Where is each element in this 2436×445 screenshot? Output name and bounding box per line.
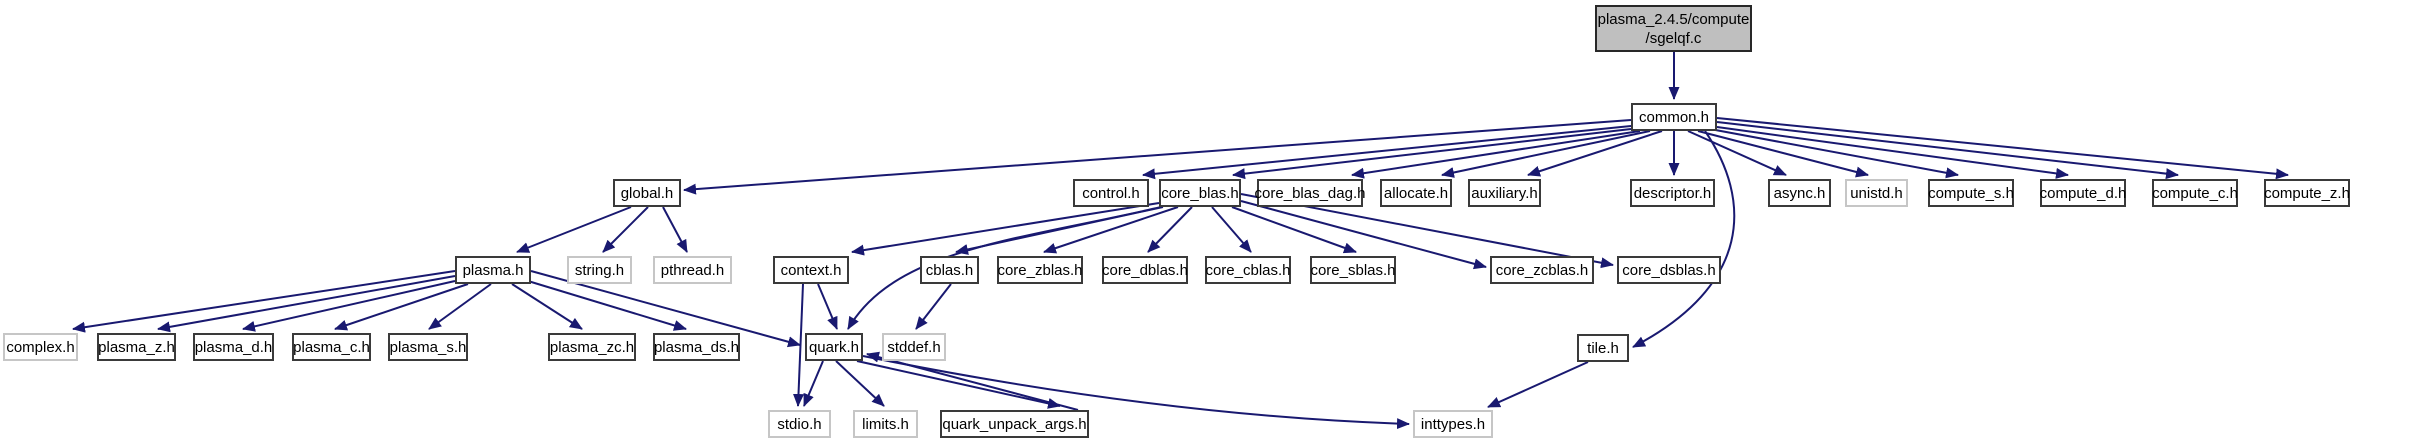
- edge-plasma-to-complex: [72, 270, 456, 333]
- edge-core_blas-to-core_cblas: [1211, 206, 1252, 253]
- graph-node-control[interactable]: control.h: [1073, 179, 1149, 207]
- edge-common-to-async: [1687, 130, 1787, 176]
- edge-quark-to-limits: [835, 360, 885, 407]
- edge-context-to-stdio: [792, 283, 804, 407]
- graph-node-stdio: stdio.h: [768, 410, 831, 438]
- edge-plasma-to-plasma_c: [334, 283, 469, 331]
- edge-core_blas-to-core_zblas: [1043, 206, 1179, 254]
- graph-node-complex: complex.h: [3, 333, 78, 361]
- edge-plasma-to-plasma_s: [428, 283, 492, 330]
- edge-common-to-compute_c: [1716, 121, 2179, 180]
- edge-context-to-quark: [817, 283, 838, 330]
- edge-common-to-auxiliary: [1527, 130, 1663, 177]
- edge-common-to-core_blas: [1232, 128, 1632, 180]
- graph-node-quark_unpack_args[interactable]: quark_unpack_args.h: [940, 410, 1089, 438]
- graph-node-plasma_d[interactable]: plasma_d.h: [193, 333, 274, 361]
- graph-node-quark[interactable]: quark.h: [805, 333, 863, 361]
- edge-plasma-to-plasma_zc: [511, 283, 583, 330]
- edge-core_blas-to-context: [851, 202, 1160, 256]
- graph-node-compute_d[interactable]: compute_d.h: [2040, 179, 2126, 207]
- graph-node-core_blas[interactable]: core_blas.h: [1159, 179, 1241, 207]
- graph-node-pthread: pthread.h: [653, 256, 732, 284]
- edge-common-to-compute_s: [1709, 128, 1959, 179]
- graph-node-core_dblas[interactable]: core_dblas.h: [1102, 256, 1188, 284]
- graph-node-common[interactable]: common.h: [1631, 103, 1717, 131]
- graph-node-cblas[interactable]: cblas.h: [920, 256, 979, 284]
- edge-common-to-core_blas_dag: [1351, 130, 1641, 179]
- graph-node-tile[interactable]: tile.h: [1577, 334, 1629, 362]
- edge-common-to-compute_d: [1716, 126, 2069, 179]
- edge-core_blas-to-cblas: [955, 206, 1164, 255]
- graph-node-inttypes: inttypes.h: [1413, 410, 1493, 438]
- edge-global-to-string: [602, 206, 649, 253]
- edge-common-to-allocate: [1441, 130, 1651, 178]
- edge-common-to-compute_z: [1716, 117, 2289, 180]
- edge-quark-to-quark_unpack_args: [856, 360, 1061, 409]
- graph-node-core_dsblas[interactable]: core_dsblas.h: [1617, 256, 1721, 284]
- graph-node-auxiliary[interactable]: auxiliary.h: [1468, 179, 1541, 207]
- graph-node-compute_s[interactable]: compute_s.h: [1928, 179, 2014, 207]
- edge-global-to-pthread: [662, 206, 688, 253]
- edge-core_blas-to-core_dblas: [1147, 206, 1193, 253]
- edge-plasma-to-plasma_d: [242, 280, 456, 332]
- graph-node-plasma_c[interactable]: plasma_c.h: [292, 333, 371, 361]
- graph-node-compute_c[interactable]: compute_c.h: [2152, 179, 2238, 207]
- graph-node-plasma_z[interactable]: plasma_z.h: [97, 333, 176, 361]
- graph-node-string: string.h: [567, 256, 632, 284]
- edge-common-to-control: [1142, 125, 1632, 180]
- graph-node-core_sblas[interactable]: core_sblas.h: [1310, 256, 1396, 284]
- edge-quark-to-stdio: [803, 360, 824, 407]
- graph-node-descriptor[interactable]: descriptor.h: [1630, 179, 1715, 207]
- graph-node-plasma_ds[interactable]: plasma_ds.h: [653, 333, 740, 361]
- graph-node-compute_z[interactable]: compute_z.h: [2264, 179, 2350, 207]
- graph-node-core_zblas[interactable]: core_zblas.h: [997, 256, 1083, 284]
- graph-node-unistd: unistd.h: [1845, 179, 1908, 207]
- graph-node-plasma_s[interactable]: plasma_s.h: [388, 333, 468, 361]
- graph-node-allocate[interactable]: allocate.h: [1380, 179, 1452, 207]
- graph-node-stddef: stddef.h: [882, 333, 946, 361]
- graph-node-sgelqf: plasma_2.4.5/compute /sgelqf.c: [1595, 5, 1752, 52]
- graph-node-core_blas_dag[interactable]: core_blas_dag.h: [1255, 179, 1365, 207]
- edge-quark_unpack_args-to-quark: [866, 351, 1079, 411]
- edge-common-to-unistd: [1697, 130, 1869, 178]
- graph-node-core_cblas[interactable]: core_cblas.h: [1205, 256, 1291, 284]
- edge-common-to-tile: [1632, 130, 1736, 348]
- graph-node-plasma[interactable]: plasma.h: [455, 256, 531, 284]
- edge-plasma-to-plasma_ds: [527, 280, 687, 331]
- edge-tile-to-inttypes: [1487, 361, 1589, 408]
- edge-global-to-plasma: [516, 206, 632, 253]
- graph-node-async[interactable]: async.h: [1768, 179, 1831, 207]
- graph-node-global[interactable]: global.h: [613, 179, 681, 207]
- edge-cblas-to-stddef: [915, 283, 952, 330]
- graph-node-limits: limits.h: [853, 410, 918, 438]
- graph-node-core_zcblas[interactable]: core_zcblas.h: [1490, 256, 1594, 284]
- graph-node-context[interactable]: context.h: [773, 256, 849, 284]
- edge-core_blas-to-core_sblas: [1231, 206, 1357, 254]
- graph-node-plasma_zc[interactable]: plasma_zc.h: [548, 333, 636, 361]
- edge-plasma-to-plasma_z: [157, 275, 456, 333]
